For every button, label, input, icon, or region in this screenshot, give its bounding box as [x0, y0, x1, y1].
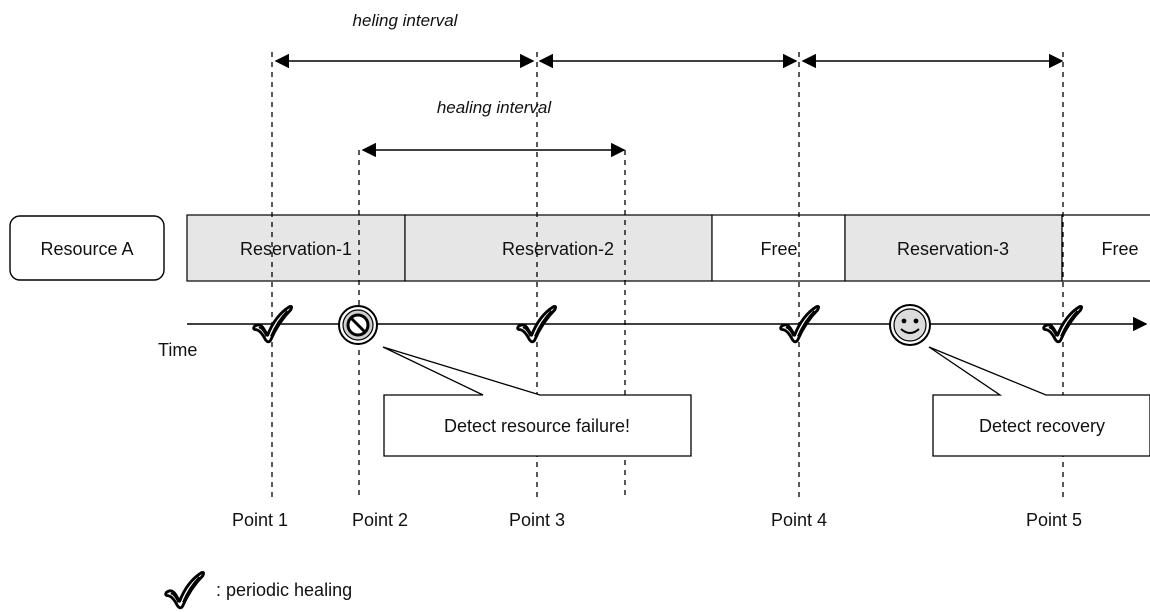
reservation-strip: Reservation-1 Reservation-2 Free Reserva… [186, 214, 1150, 282]
time-label: Time [158, 340, 197, 360]
point-label-1: Point 1 [232, 510, 288, 530]
segment-label-free-1: Free [760, 239, 797, 259]
segment-free-1 [711, 214, 846, 282]
top-interval-label: heling interval [353, 11, 459, 30]
failure-callout-text: Detect resource failure! [444, 416, 630, 436]
segment-reservation-3 [844, 214, 1063, 282]
failure-icon [338, 305, 378, 345]
recovery-callout-text: Detect recovery [979, 416, 1105, 436]
point-label-2: Point 2 [352, 510, 408, 530]
point-label-5: Point 5 [1026, 510, 1082, 530]
legend-text: : periodic healing [216, 580, 352, 600]
segment-label-reservation-2: Reservation-2 [502, 239, 614, 259]
failure-callout: Detect resource failure! [382, 346, 692, 457]
inner-interval-label: healing interval [437, 98, 553, 117]
recovery-callout: Detect recovery [928, 346, 1150, 457]
resource-box [9, 215, 165, 281]
segment-free-2 [1061, 214, 1150, 282]
resource-label: Resource A [40, 239, 133, 259]
segment-label-free-2: Free [1101, 239, 1138, 259]
legend: : periodic healing [164, 570, 352, 610]
legend-check-icon [164, 570, 206, 610]
segment-label-reservation-3: Reservation-3 [897, 239, 1009, 259]
point-label-4: Point 4 [771, 510, 827, 530]
segment-reservation-2 [404, 214, 713, 282]
segment-label-reservation-1: Reservation-1 [240, 239, 352, 259]
segment-reservation-1 [186, 214, 406, 282]
smiley-icon [889, 304, 931, 346]
point-labels: Point 1 Point 2 Point 3 Point 4 Point 5 [232, 510, 1082, 530]
point-label-3: Point 3 [509, 510, 565, 530]
healing-interval-arrows: heling interval healing interval [274, 11, 1064, 158]
